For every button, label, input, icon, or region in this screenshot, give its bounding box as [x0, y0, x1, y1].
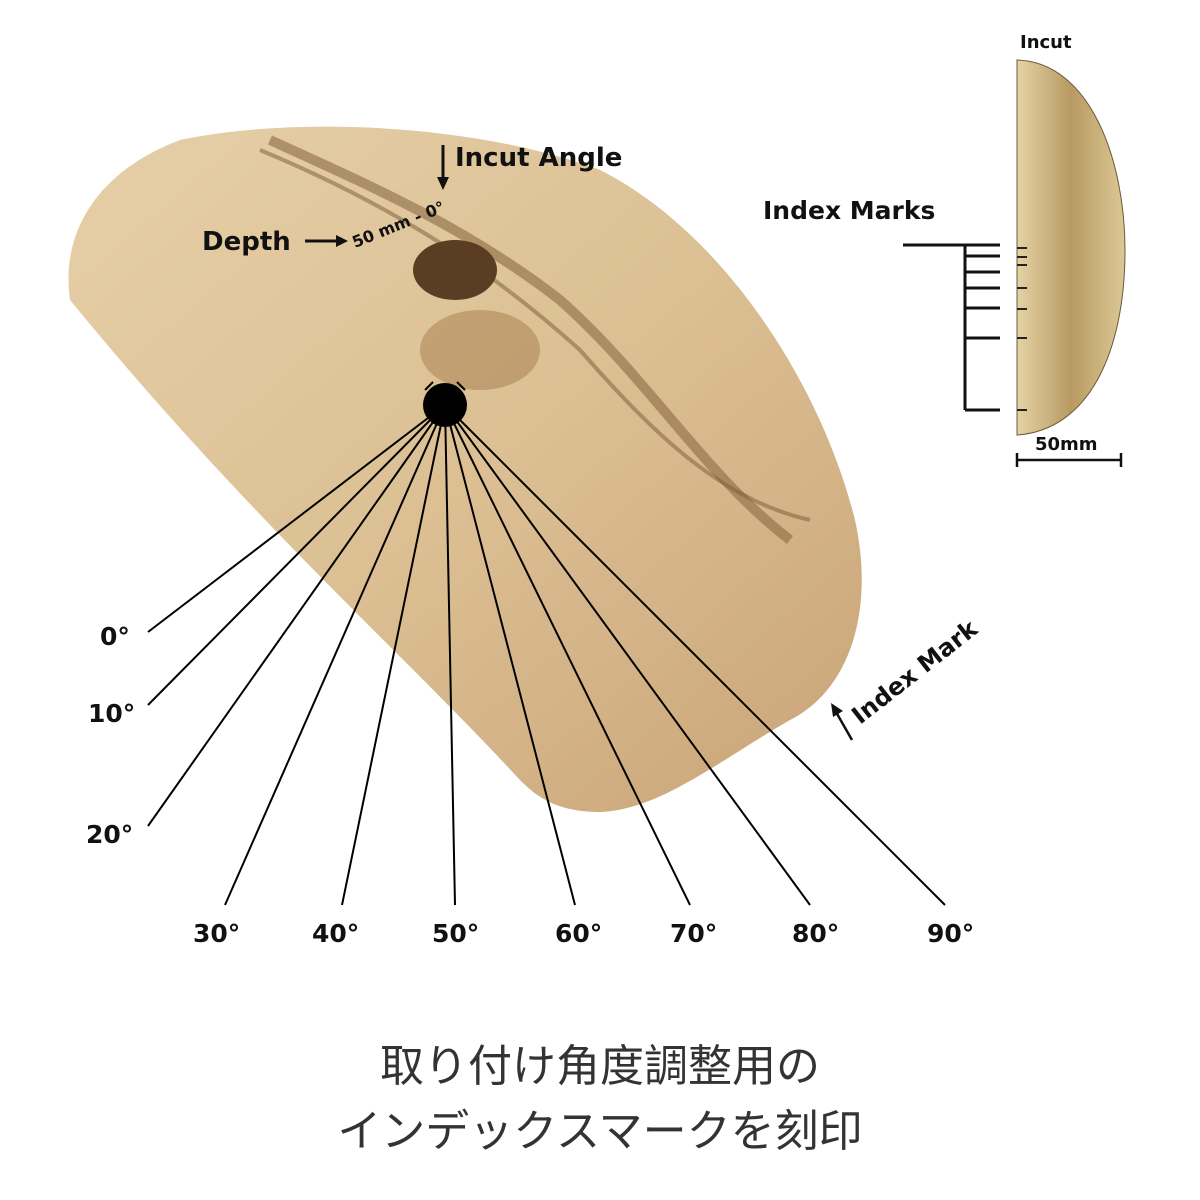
incut-label: Incut: [1020, 32, 1072, 53]
angle-label: 40°: [312, 919, 359, 948]
angle-line: [147, 404, 446, 706]
angle-label: 70°: [670, 919, 717, 948]
depth-label: Depth: [202, 227, 291, 257]
angle-label: 50°: [432, 919, 479, 948]
angle-label: 90°: [927, 919, 974, 948]
wooden-hold: [68, 126, 862, 813]
angle-line: [444, 404, 691, 906]
index-mark-label: Index Mark: [846, 614, 983, 730]
angle-line: [341, 404, 446, 906]
angle-line: [444, 404, 811, 906]
angle-line: [224, 404, 446, 906]
side-profile: [1016, 59, 1126, 436]
caption-line-2: インデックスマークを刻印: [337, 1106, 863, 1157]
angle-label: 10°: [88, 699, 135, 728]
angle-label: 20°: [86, 820, 133, 849]
angle-label: 80°: [792, 919, 839, 948]
angle-line: [147, 404, 446, 827]
width-label: 50mm: [1035, 434, 1098, 455]
width-dimension-line: [1015, 453, 1123, 467]
angle-line: [444, 404, 946, 906]
wood-grain: [267, 135, 794, 544]
caption-line-1: 取り付け角度調整用の: [380, 1041, 820, 1092]
incut-angle-label: Incut Angle: [455, 143, 622, 173]
angle-label: 30°: [193, 919, 240, 948]
pivot-dot: [423, 383, 467, 427]
angle-line: [147, 404, 446, 633]
angle-line: [444, 404, 456, 906]
angle-label: 60°: [555, 919, 602, 948]
angle-line: [444, 404, 576, 906]
bolt-hole: [413, 240, 497, 300]
angle-label: 0°: [100, 622, 130, 651]
index-marks-bracket: [903, 243, 1000, 412]
index-marks-label: Index Marks: [763, 196, 935, 225]
angle-fan: [147, 404, 946, 906]
